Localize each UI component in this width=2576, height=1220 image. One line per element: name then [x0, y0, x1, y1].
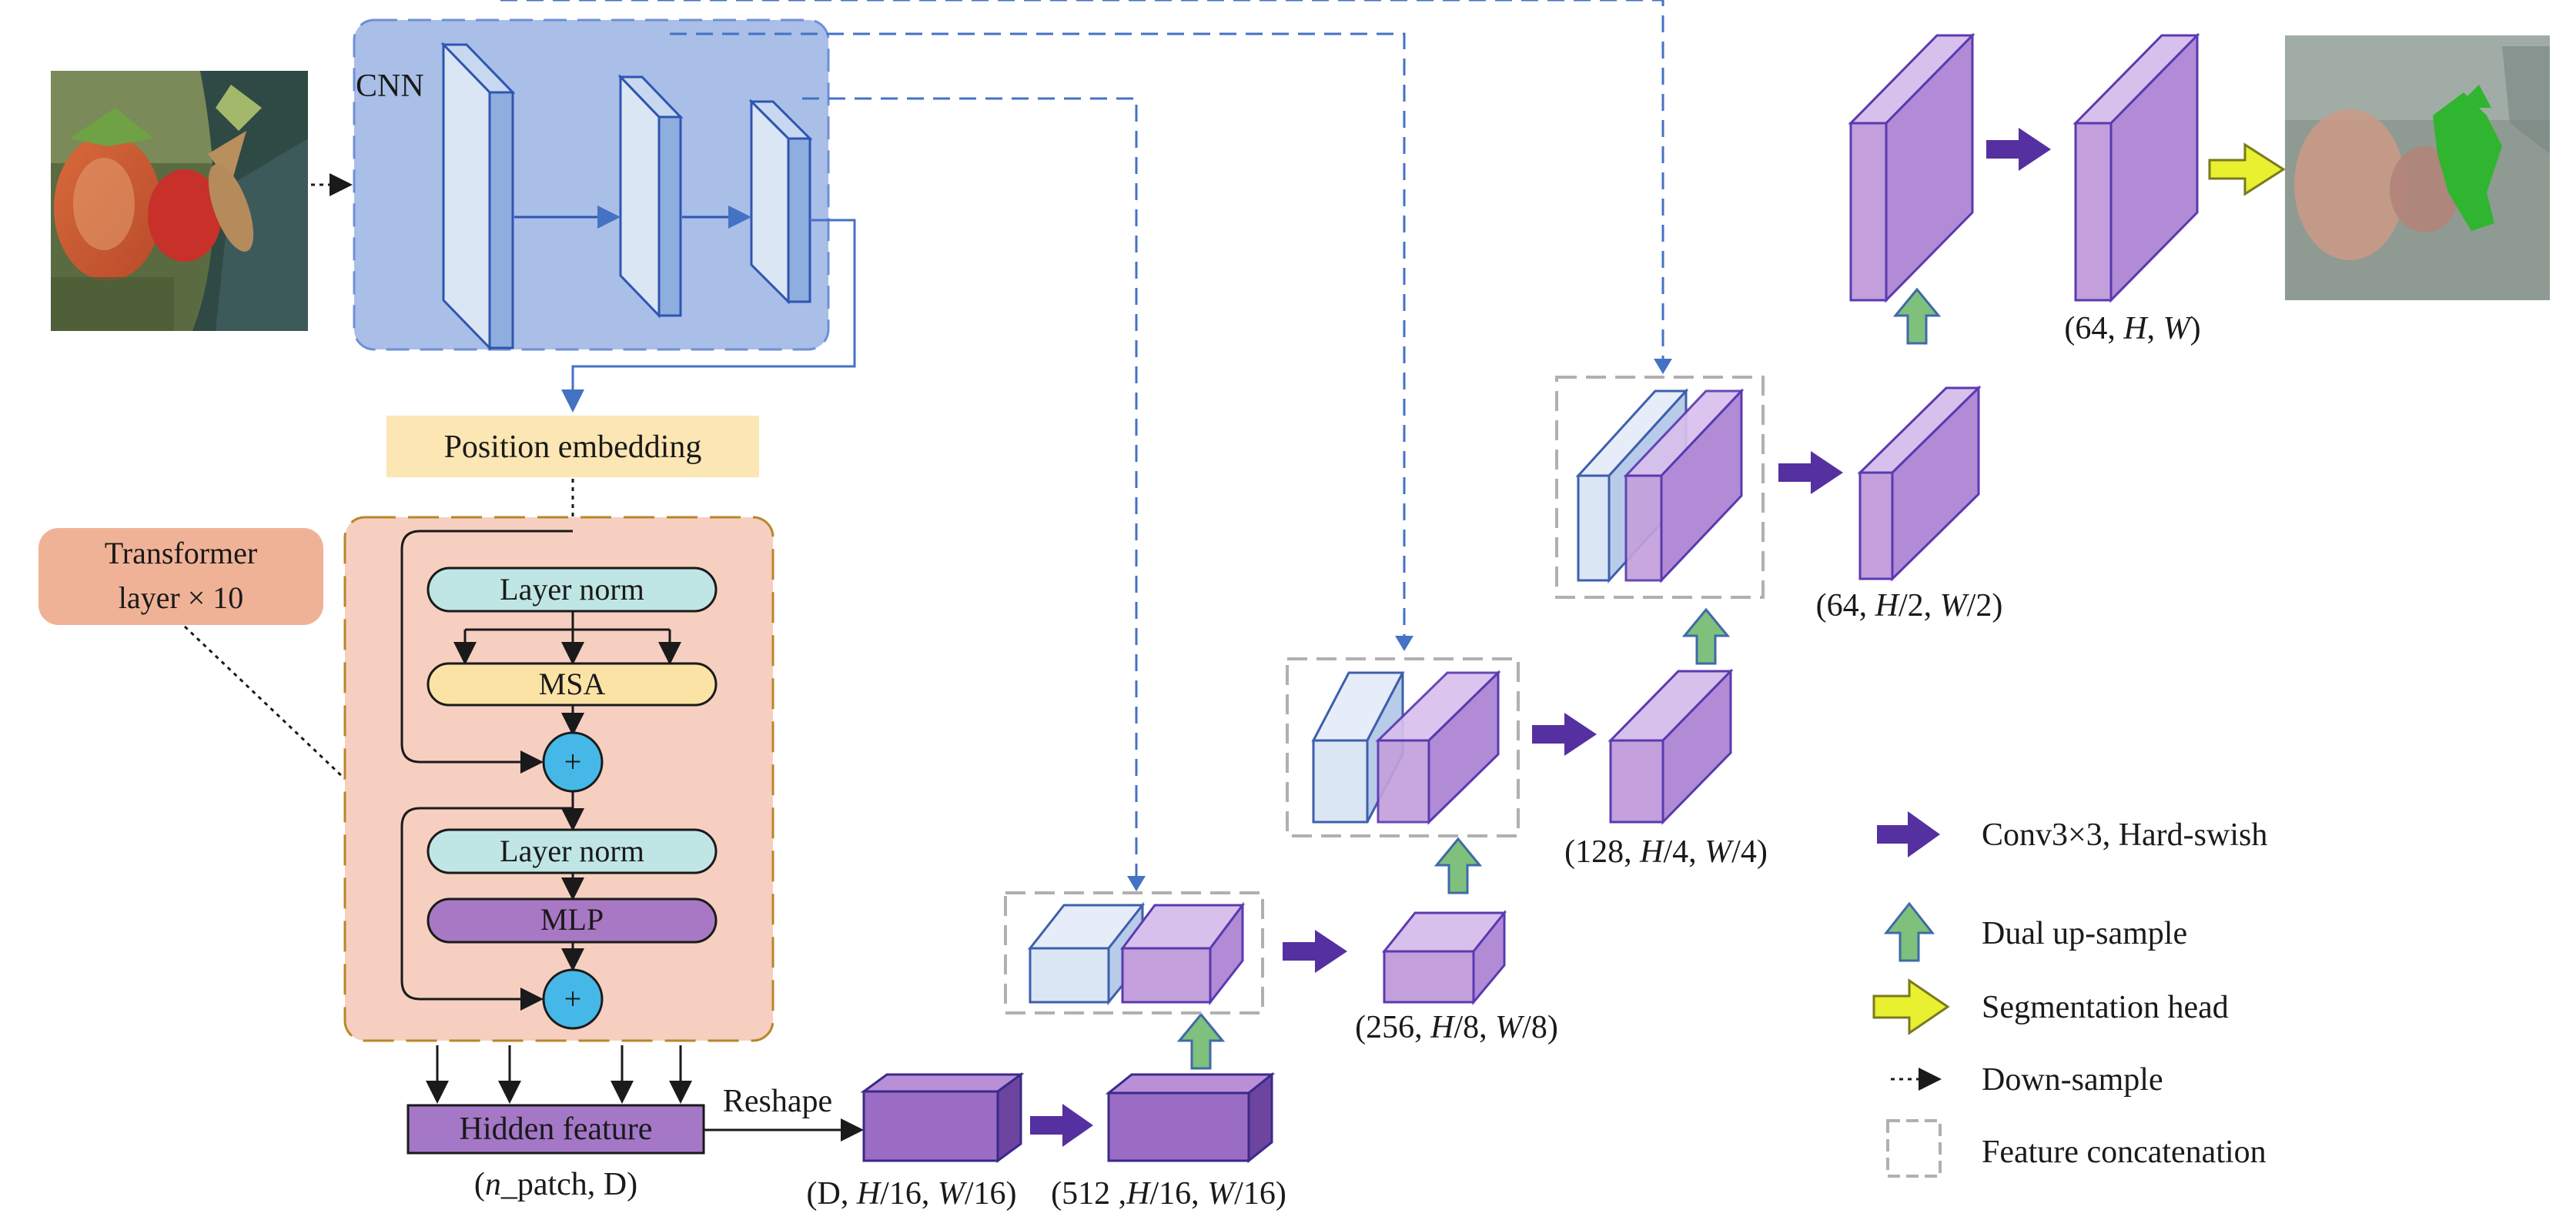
conv512-dims: (512 ,H/16, W/16): [1051, 1176, 1286, 1212]
layer-norm-label: Layer norm: [500, 834, 644, 868]
msa-label: MSA: [539, 667, 606, 701]
up-sample-arrow: [1176, 1012, 1226, 1070]
legend-label: Segmentation head: [1982, 990, 2229, 1025]
skip-arrowhead: [1395, 636, 1413, 651]
position-embedding-label: Position embedding: [444, 430, 702, 465]
output-image: [2285, 35, 2550, 300]
cnn-feature-slab: [440, 42, 516, 351]
legend-label: Feature concatenation: [1982, 1135, 2267, 1170]
transformer-output-arrows: [426, 1045, 692, 1104]
reshape-output-cuboid: [860, 1072, 1025, 1163]
legend: Conv3×3, Hard-swish Dual up-sample Segme…: [1872, 811, 2267, 1178]
up256-dims: (256, H/8, W/8): [1355, 1010, 1558, 1045]
up-sample-arrow: [1892, 287, 1942, 345]
transformer-tag-line2: layer × 10: [119, 580, 244, 615]
up-sample-arrow: [1434, 837, 1483, 894]
concat-box: [1004, 891, 1264, 1014]
skip-connection-line: [670, 32, 1406, 645]
reshape-output-dims: (D, H/16, W/16): [807, 1176, 1017, 1212]
concat2-decoder-cuboid: [1375, 670, 1501, 825]
up-sample-arrow: [1681, 607, 1731, 665]
up64-full-dims: (64, H, W): [2064, 311, 2200, 346]
legend-label: Dual up-sample: [1982, 916, 2187, 951]
hidden-feature-box: [406, 1104, 705, 1155]
legend-label: Conv3×3, Hard-swish: [1982, 817, 2267, 853]
purple-arrow-icon: [1877, 811, 1940, 857]
conv-arrow: [1778, 451, 1843, 494]
hidden-feature-dims: (n_patch, D): [474, 1167, 637, 1202]
hidden-feature-label: Hidden feature: [460, 1111, 653, 1147]
up128-dims: (128, H/4, W/4): [1564, 834, 1768, 870]
concat1-skip-cuboid: [1027, 901, 1146, 1006]
transformer-tag-leader: [183, 625, 346, 780]
green-up-arrow-icon: [1883, 901, 1935, 962]
up64-half-cuboid: [1857, 385, 1982, 582]
transformer-block: Layer norm MSA + Layer norm MLP +: [343, 516, 774, 1042]
up64-full-cuboid: [2073, 32, 2200, 303]
dashed-box-icon: [1886, 1119, 1942, 1178]
up256-cuboid: [1381, 909, 1507, 1006]
transformer-tag-line1: Transformer: [105, 536, 258, 570]
legend-label: Down-sample: [1982, 1062, 2163, 1098]
position-embedding-box: [386, 416, 759, 477]
mlp-label: MLP: [540, 902, 604, 937]
segmentation-head-arrow: [2208, 142, 2286, 196]
upsampled-cuboid: [1848, 32, 1975, 303]
skip-connections: [500, 0, 1664, 885]
concat3-decoder-cuboid: [1623, 388, 1745, 583]
skip-arrowhead: [1127, 876, 1146, 891]
up128-cuboid: [1607, 668, 1734, 825]
up64-half-dims: (64, H/2, W/2): [1816, 588, 2003, 623]
transformer-tag: [38, 528, 323, 625]
residual-add-symbol: +: [564, 744, 582, 779]
cnn-label: CNN: [356, 69, 424, 104]
layer-norm-label: Layer norm: [500, 572, 644, 607]
conv-arrow: [1986, 128, 2051, 171]
cnn-block: CNN: [353, 18, 830, 351]
reshape-label: Reshape: [723, 1084, 832, 1119]
conv512-cuboid: [1105, 1071, 1276, 1164]
conv-arrow: [1030, 1104, 1093, 1147]
concat1-decoder-cuboid: [1120, 901, 1245, 1006]
conv-arrow: [1283, 930, 1347, 973]
residual-add-symbol: +: [564, 981, 582, 1016]
input-image: [51, 71, 308, 331]
cnn-to-embedding-line: [561, 219, 856, 413]
cnn-feature-slab: [617, 74, 684, 319]
concat-box: [1555, 376, 1765, 599]
yellow-arrow-icon: [1872, 978, 1950, 1035]
cnn-feature-slab: [748, 99, 813, 305]
concat2-skip-cuboid: [1311, 671, 1405, 824]
skip-arrowhead: [1654, 359, 1672, 374]
skip-connection-line: [802, 97, 1138, 885]
residual-add-circle: [542, 968, 604, 1030]
conv-arrow: [1532, 713, 1597, 756]
